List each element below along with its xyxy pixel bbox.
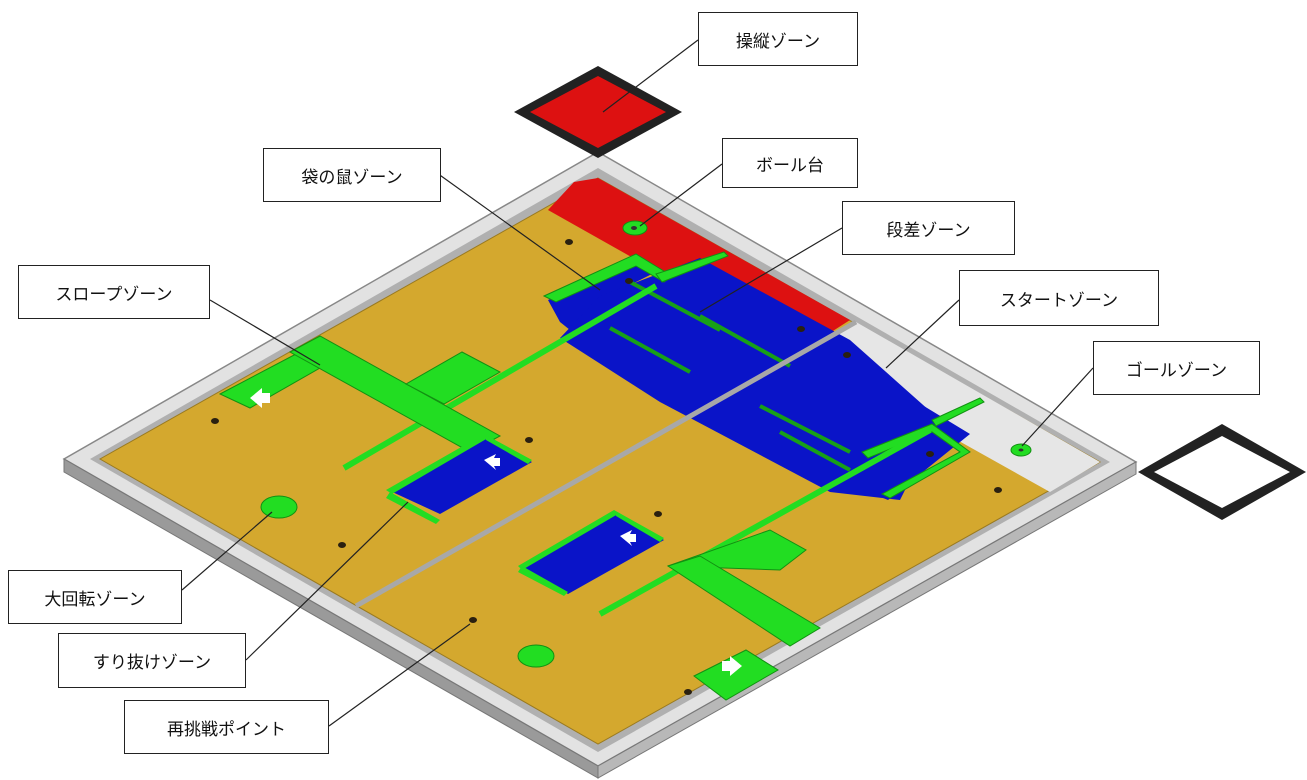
rotation-circle-right — [517, 644, 555, 668]
center-divider — [354, 319, 858, 609]
slope-zone-top — [218, 335, 502, 453]
slip-zone-upper — [386, 434, 532, 524]
slope-zone-bottom — [666, 529, 821, 701]
leader-lines — [181, 39, 1094, 727]
callout-ball-stand: ボール台 — [722, 138, 858, 188]
zone-step-main — [560, 258, 940, 500]
slip-zone-lower — [518, 510, 664, 596]
pocket-frame-top — [542, 251, 729, 303]
ball-stand-top-hole — [631, 226, 637, 230]
retry-points — [211, 239, 1002, 695]
callout-bag-rat-zone: 袋の鼠ゾーン — [263, 148, 441, 202]
slope-arrow-bottom — [722, 656, 742, 676]
callout-operation-zone: 操縦ゾーン — [698, 12, 858, 66]
callout-slip-through-zone: すり抜けゾーン — [58, 633, 246, 688]
rotation-circle-left — [260, 495, 298, 519]
callout-goal-zone: ゴールゾーン — [1093, 341, 1260, 395]
callout-retry-point: 再挑戦ポイント — [124, 700, 329, 754]
callout-start-zone: スタートゾーン — [959, 270, 1159, 326]
callout-slope-zone: スロープゾーン — [18, 265, 210, 319]
operation-zone-square — [514, 66, 682, 158]
slope-arrow-top — [250, 388, 270, 408]
callout-step-zone: 段差ゾーン — [842, 201, 1015, 255]
goal-stand-hole — [1018, 448, 1024, 452]
long-rails — [342, 283, 932, 617]
callout-big-rotation-zone: 大回転ゾーン — [8, 570, 182, 624]
goal-zone-square — [1138, 424, 1306, 520]
